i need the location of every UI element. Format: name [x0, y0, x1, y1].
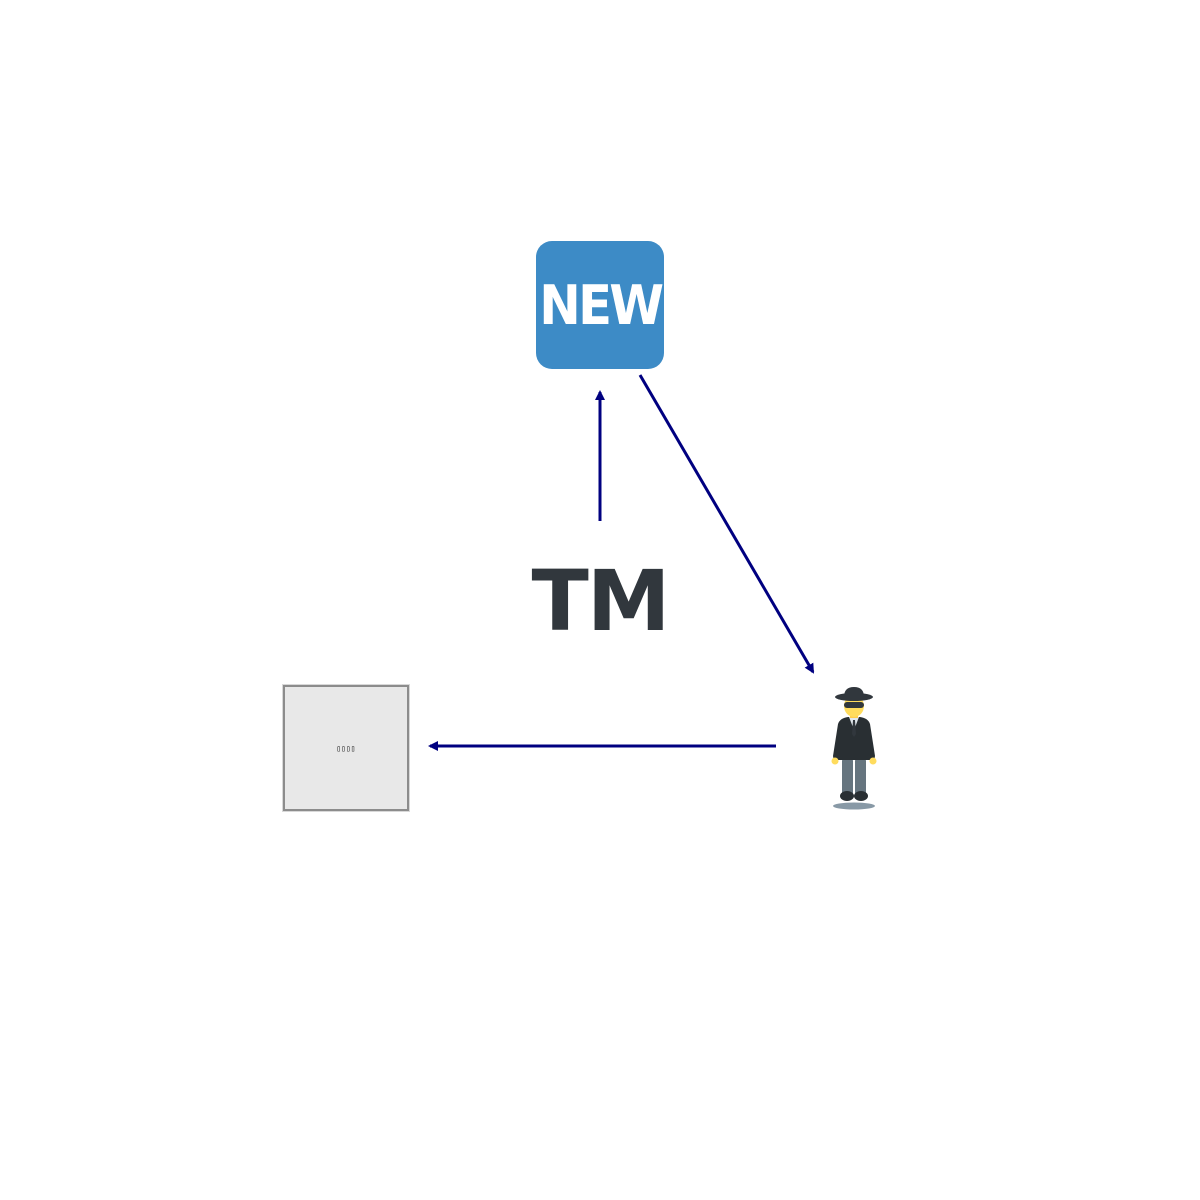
detective-leg-left	[842, 758, 853, 796]
new-button-icon: NEW	[536, 241, 664, 369]
detective-tie	[852, 720, 856, 737]
missing-glyph-label: ▯▯▯▯	[336, 743, 356, 753]
detective-leg-right	[855, 758, 866, 796]
detective-icon	[831, 687, 877, 810]
detective-hand-left	[831, 757, 839, 765]
detective-shoe-left	[840, 791, 854, 801]
trade-mark-icon: TM	[530, 552, 671, 650]
detective-hat-crown	[844, 687, 864, 697]
detective-hand-right	[869, 757, 877, 765]
trade-mark-label: TM	[531, 552, 671, 650]
missing-glyph-box: ▯▯▯▯	[283, 685, 409, 811]
detective-sunglasses	[844, 702, 864, 708]
edge-new-to-detective	[638, 374, 815, 674]
detective-coat	[833, 717, 875, 760]
new-badge-label: NEW	[538, 273, 664, 337]
detective-shoe-right	[854, 791, 868, 801]
detective-shadow	[833, 802, 875, 810]
